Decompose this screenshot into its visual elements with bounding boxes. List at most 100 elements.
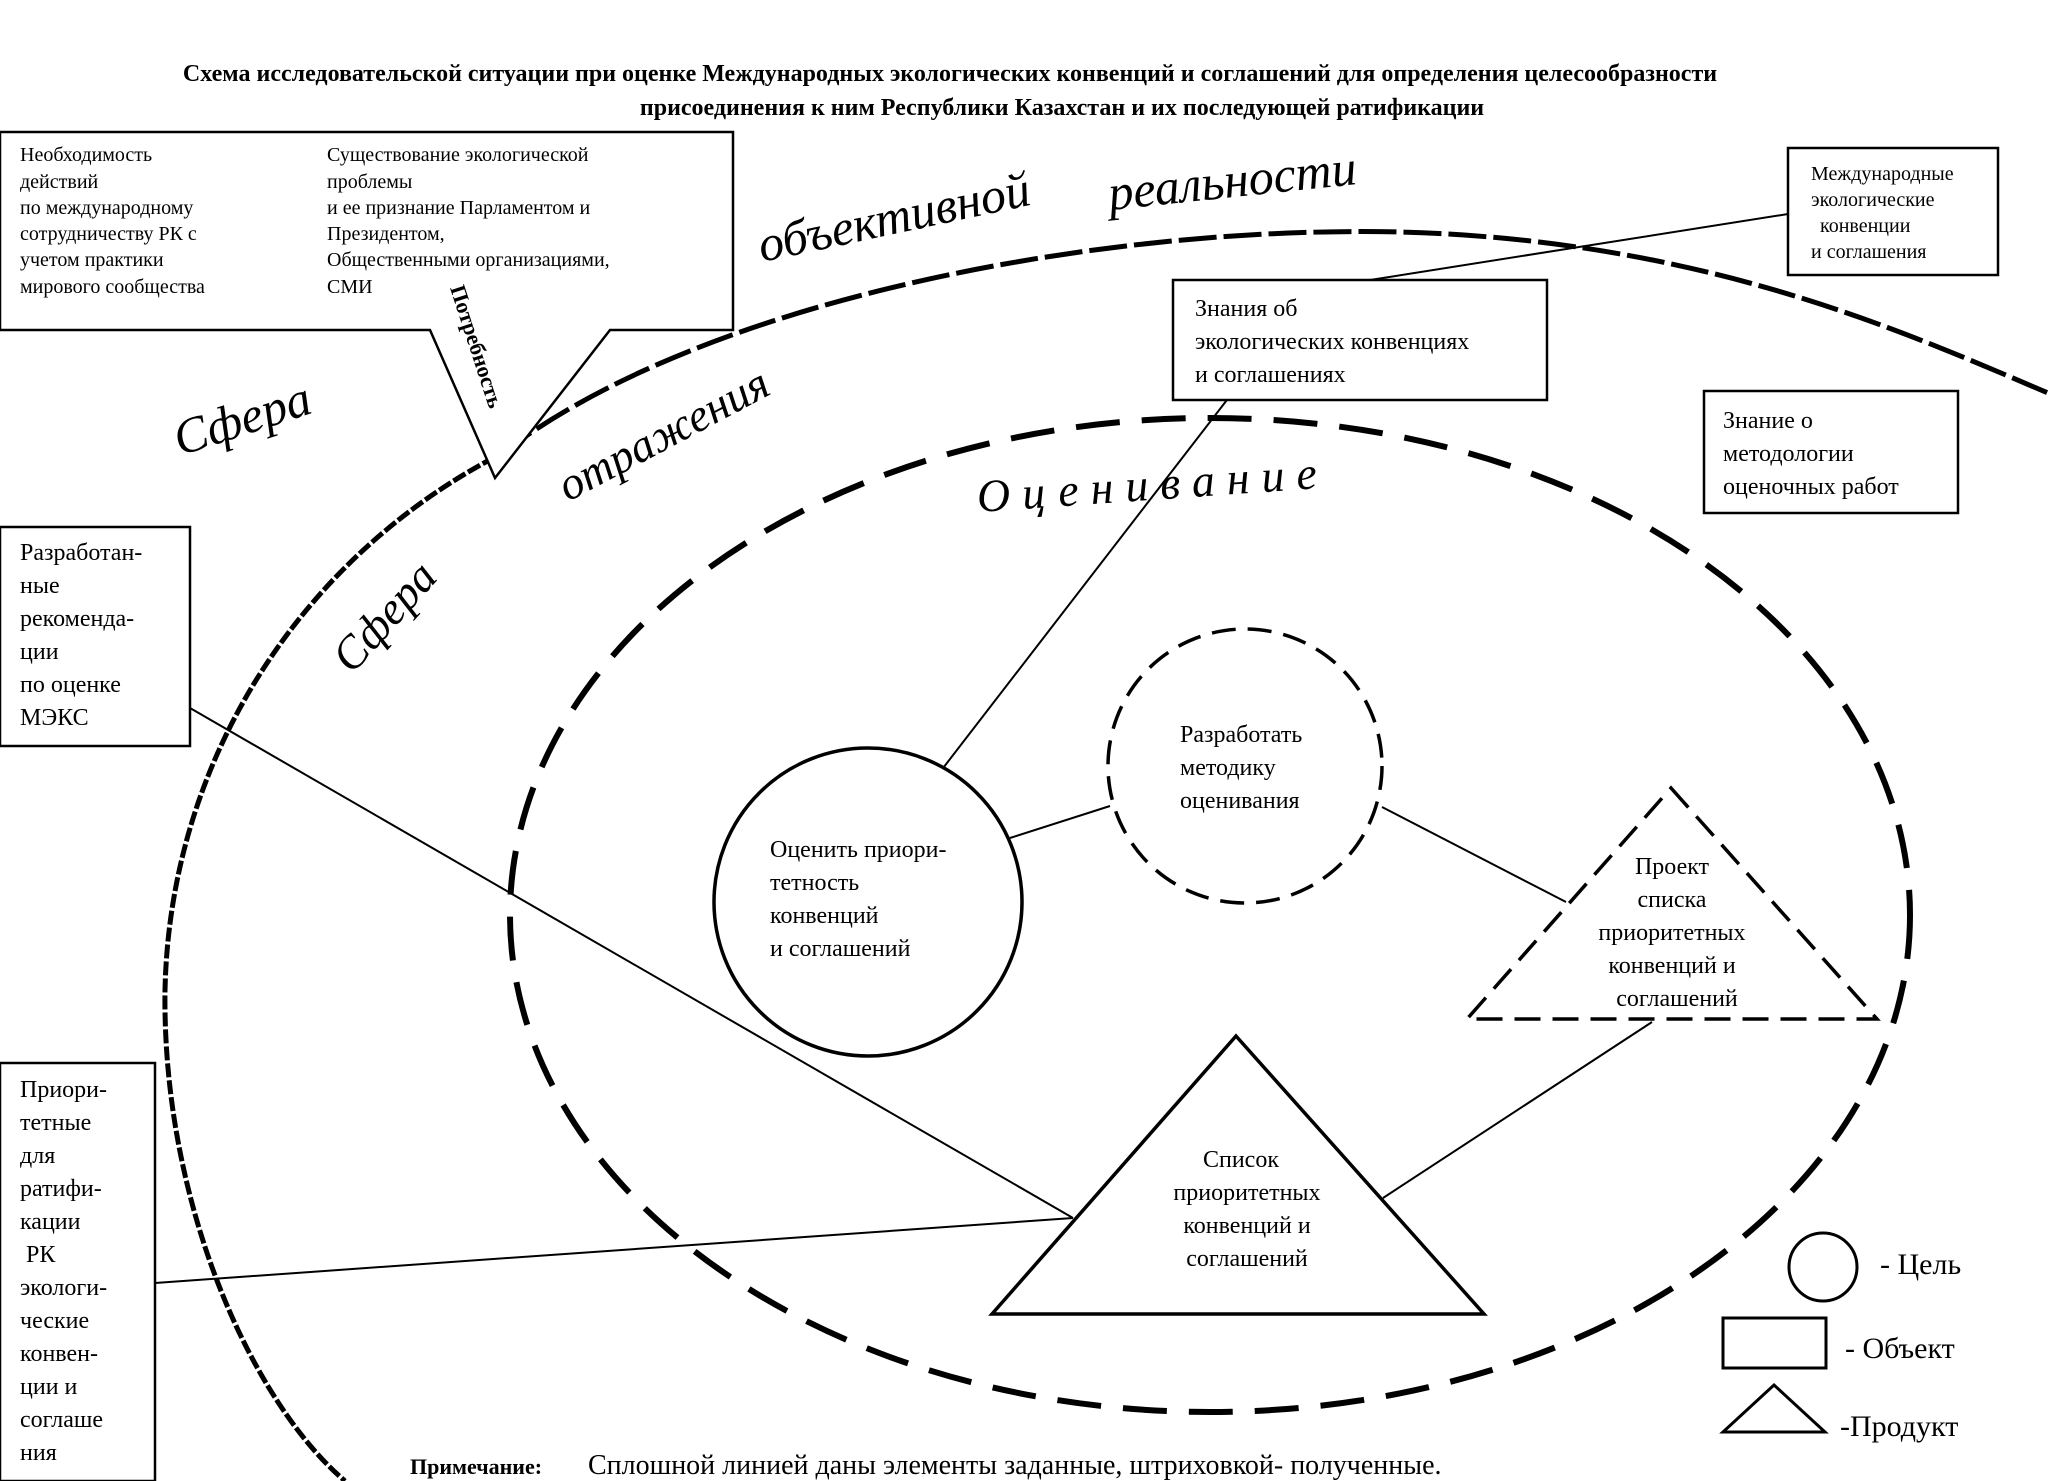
knowledge-methodology-line: оценочных работ: [1723, 474, 1899, 500]
callout-left-line: Необходимость: [20, 144, 152, 166]
connector-recommendations-to-final: [189, 707, 1074, 1219]
knowledge-conventions-box: [1171, 278, 1549, 402]
objective-label: объективной: [753, 160, 1035, 272]
draft-list-line: конвенций и: [1608, 953, 1736, 979]
recommendations-text: Разработан- ные рекоменда- ции по оценке…: [20, 540, 142, 731]
recommendations-line: рекоменда-: [20, 606, 134, 632]
reality-label: реальности: [1102, 139, 1359, 221]
recommendations-line: Разработан-: [20, 540, 142, 566]
callout-left-line: учетом практики: [20, 249, 164, 271]
final-list-line: конвенций и: [1183, 1213, 1311, 1239]
intl-conventions-line: экологические: [1811, 189, 1935, 211]
legend-goal-symbol: [1787, 1231, 1859, 1303]
intl-conventions-text: Международные экологические конвенции и …: [1811, 163, 1954, 263]
title-line-1: Схема исследовательской ситуации при оце…: [183, 61, 1717, 87]
final-list-product: [988, 1033, 1488, 1316]
assessment-label: Оценивание: [975, 447, 1330, 522]
connector-intl-to-knowledge: [1369, 213, 1789, 281]
recommendations-line: ные: [20, 573, 60, 599]
priority-ratification-line: экологи-: [20, 1275, 107, 1301]
legend-goal-label: - Цель: [1880, 1248, 1961, 1281]
assess-priority-text: Оценить приори- тетность конвенций и сог…: [770, 837, 946, 962]
priority-ratification-line: тетные: [20, 1110, 91, 1136]
develop-method-goal: [1106, 627, 1384, 905]
develop-method-line: оценивания: [1180, 788, 1300, 814]
connector-method-to-draft: [1381, 806, 1567, 903]
connector-priority-to-final: [154, 1217, 1074, 1284]
priority-ratification-box: [0, 1061, 157, 1481]
connector-assess-to-method: [1009, 805, 1111, 839]
recommendations-line: ции: [20, 639, 59, 665]
recommendations-box: [0, 525, 192, 748]
draft-list-product: [1463, 785, 1881, 1021]
callout-right-line: Существование экологической: [327, 144, 589, 166]
need-callout: [0, 130, 735, 481]
intl-conventions-line: конвенции: [1820, 215, 1911, 237]
draft-list-text: Проект списка приоритетных конвенций и с…: [1598, 854, 1745, 1012]
intl-conventions-line: Международные: [1811, 163, 1954, 185]
recommendations-line: МЭКС: [20, 705, 89, 731]
callout-right-line: проблемы: [327, 171, 412, 193]
legend-product-label: -Продукт: [1840, 1410, 1958, 1443]
knowledge-conventions-line: экологических конвенциях: [1195, 329, 1469, 355]
final-list-line: приоритетных: [1173, 1180, 1320, 1206]
develop-method-line: Разработать: [1180, 722, 1302, 748]
note-label: Примечание:: [410, 1454, 542, 1479]
priority-ratification-text: Приори- тетные для ратифи- кации РК экол…: [20, 1077, 107, 1466]
priority-ratification-line: для: [20, 1143, 55, 1169]
reflection-label: отражения: [549, 357, 778, 511]
callout-left-line: мирового сообщества: [20, 276, 205, 298]
connector-draft-to-final: [1382, 1021, 1653, 1199]
assess-priority-line: и соглашений: [770, 936, 911, 962]
callout-right-line: и ее признание Парламентом и: [327, 197, 591, 219]
priority-ratification-line: конвен-: [20, 1341, 98, 1367]
callout-right-text: Существование экологической проблемы и е…: [327, 144, 610, 298]
knowledge-conventions-line: Знания об: [1195, 296, 1297, 322]
knowledge-methodology-box: [1702, 389, 1960, 515]
connector-knowledge-to-assess: [939, 395, 1231, 773]
recommendations-line: по оценке: [20, 672, 121, 698]
assess-priority-line: Оценить приори-: [770, 837, 946, 863]
knowledge-methodology-text: Знание о методологии оценочных работ: [1723, 408, 1899, 500]
draft-list-line: Проект: [1635, 854, 1710, 880]
callout-left-text: Необходимость действий по международному…: [20, 144, 205, 298]
knowledge-conventions-text: Знания об экологических конвенциях и сог…: [1195, 296, 1469, 388]
assess-priority-goal: [712, 746, 1024, 1058]
legend-product-symbol: [1719, 1382, 1829, 1434]
assessment-ellipse: [507, 415, 1913, 1415]
knowledge-conventions-line: и соглашениях: [1195, 362, 1346, 388]
priority-ratification-line: кации: [20, 1209, 81, 1235]
legend-object-label: - Объект: [1845, 1332, 1955, 1365]
priority-ratification-line: соглаше: [20, 1407, 103, 1433]
draft-list-line: списка: [1638, 887, 1707, 913]
priority-ratification-line: ческие: [20, 1308, 89, 1334]
sphere-label: Сфера: [166, 370, 318, 467]
priority-ratification-line: ции и: [20, 1374, 78, 1400]
draft-list-line: приоритетных: [1598, 920, 1745, 946]
callout-left-line: по международному: [20, 197, 193, 219]
final-list-text: Список приоритетных конвенций и соглашен…: [1173, 1147, 1320, 1272]
intl-conventions-line: и соглашения: [1811, 241, 1927, 263]
develop-method-line: методику: [1180, 755, 1276, 781]
priority-ratification-line: Приори-: [20, 1077, 107, 1103]
reflection-sphere-arc: [162, 454, 497, 1481]
callout-left-line: сотрудничеству РК с: [20, 223, 197, 245]
callout-right-line: СМИ: [327, 276, 373, 298]
callout-right-line: Общественными организациями,: [327, 249, 610, 271]
knowledge-methodology-line: методологии: [1723, 441, 1854, 467]
intl-conventions-box: [1786, 146, 2000, 277]
knowledge-methodology-line: Знание о: [1723, 408, 1813, 434]
title-line-2: присоединения к ним Республики Казахстан…: [640, 95, 1484, 121]
draft-list-line: соглашений: [1616, 986, 1738, 1012]
note-text: Сплошной линией даны элементы заданные, …: [588, 1450, 1442, 1481]
priority-ratification-line: ратифи-: [20, 1176, 102, 1202]
callout-right-line: Президентом,: [327, 223, 445, 245]
objective-reality-arc: [498, 229, 2048, 457]
final-list-line: Список: [1203, 1147, 1279, 1173]
callout-left-line: действий: [20, 171, 99, 193]
develop-method-text: Разработать методику оценивания: [1180, 722, 1302, 814]
assess-priority-line: конвенций: [770, 903, 879, 929]
priority-ratification-line: ния: [20, 1440, 57, 1466]
